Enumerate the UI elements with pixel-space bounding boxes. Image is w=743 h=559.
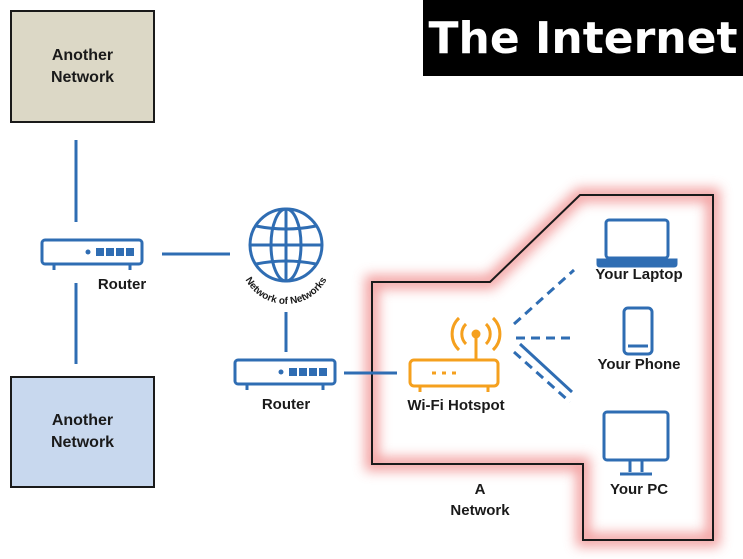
router-center-label: Router	[261, 396, 311, 413]
phone-label: Your Phone	[597, 356, 681, 373]
pc-label: Your PC	[609, 481, 669, 498]
another-network-bottom-line1: Another	[51, 412, 114, 429]
local-network-boundary	[365, 188, 720, 547]
laptop-icon	[596, 218, 678, 268]
local-network-line2: Network	[450, 502, 510, 519]
router-left-label: Router	[97, 276, 147, 293]
router-left-icon	[40, 238, 144, 270]
phone-icon	[622, 306, 654, 356]
another-network-top-line1: Another	[51, 46, 114, 64]
another-network-top: Another Network	[10, 10, 155, 123]
wifi-hotspot-icon	[408, 316, 502, 392]
another-network-bottom: Another Network	[10, 376, 155, 488]
local-network-label: A Network	[440, 479, 520, 521]
wireless-links	[512, 268, 576, 404]
router-center-icon	[233, 358, 337, 390]
wired-links	[74, 140, 397, 375]
globe-icon	[248, 207, 324, 283]
pc-icon	[602, 410, 670, 476]
wifi-hotspot-label: Wi-Fi Hotspot	[407, 397, 505, 414]
another-network-bottom-line2: Network	[50, 434, 115, 451]
local-network-line1: A	[474, 481, 486, 498]
wireless-links-solid	[518, 342, 574, 394]
laptop-label: Your Laptop	[595, 266, 683, 283]
another-network-top-line2: Network	[50, 68, 115, 86]
page-title: The Internet	[423, 0, 743, 76]
